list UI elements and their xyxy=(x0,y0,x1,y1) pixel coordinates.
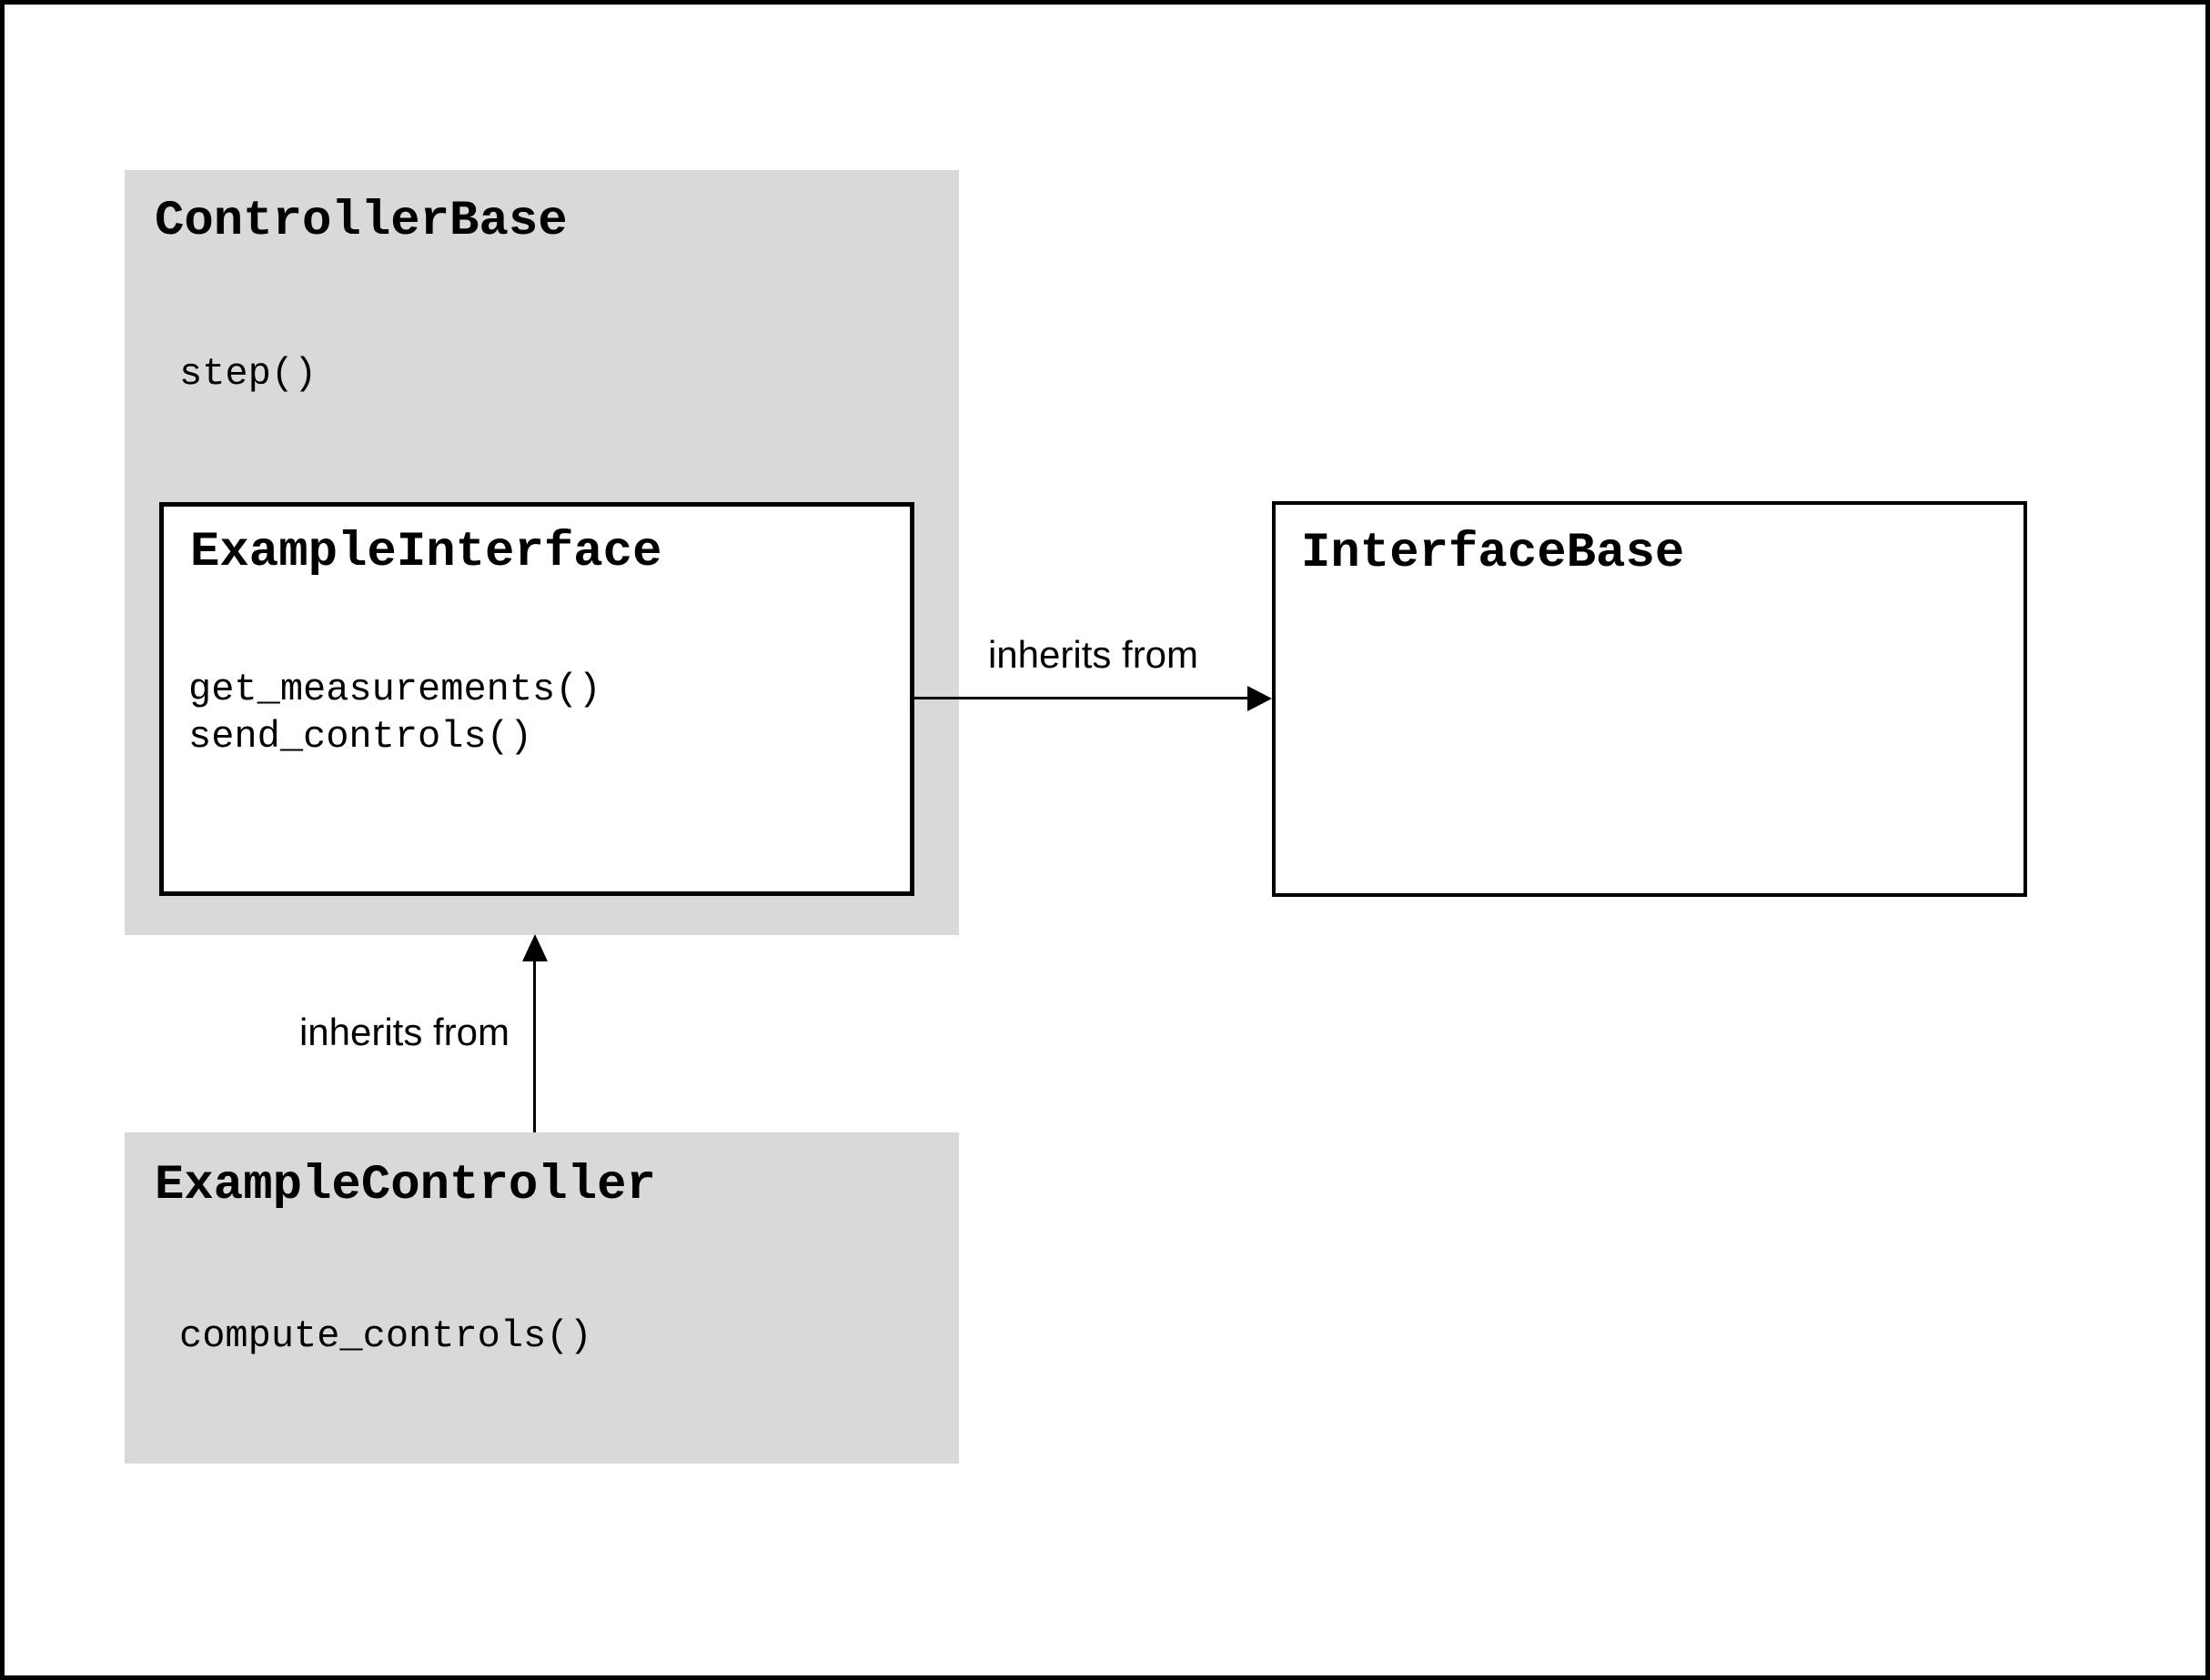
example-controller-box xyxy=(125,1132,959,1464)
example-interface-title: ExampleInterface xyxy=(190,525,662,580)
send-controls-method: send_controls() xyxy=(188,715,533,759)
inherits-arrow-vertical-line xyxy=(533,957,536,1132)
example-interface-box xyxy=(159,502,914,896)
interface-base-box xyxy=(1272,501,2027,897)
compute-controls-method: compute_controls() xyxy=(179,1314,592,1358)
inherits-arrow-vertical-arrowhead-icon xyxy=(522,934,548,961)
get-measurements-method: get_measurements() xyxy=(188,668,601,711)
inherits-arrow-horizontal-arrowhead-icon xyxy=(1247,686,1272,711)
inherits-arrow-horizontal-line xyxy=(914,697,1249,699)
inherits-label-vertical: inherits from xyxy=(298,1011,510,1053)
inherits-label-horizontal: inherits from xyxy=(987,633,1199,676)
controller-base-title: ControllerBase xyxy=(155,194,568,249)
interface-base-title: InterfaceBase xyxy=(1301,526,1685,581)
step-method: step() xyxy=(179,352,318,396)
example-controller-title: ExampleController xyxy=(155,1158,656,1213)
